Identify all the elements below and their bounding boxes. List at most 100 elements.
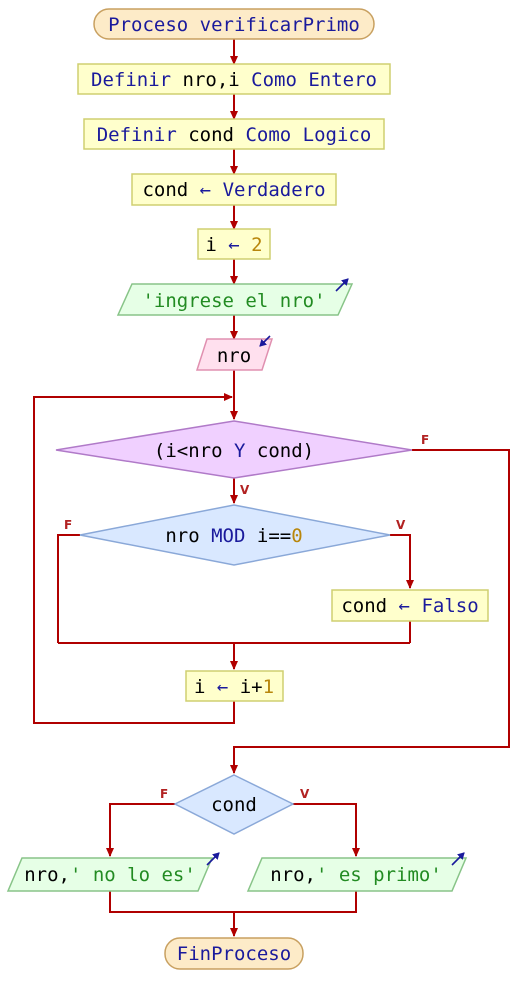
label-segment: FinProceso <box>177 943 291 965</box>
label-segment: ← <box>200 179 211 201</box>
edge-no-merge <box>109 891 357 913</box>
node-write-prime: nro,' es primo' <box>246 852 468 892</box>
node-while-condition: (i<nro Y cond) <box>55 420 413 479</box>
label-segment: ' no lo es' <box>70 864 196 886</box>
node-label: cond ← Verdadero <box>142 179 325 201</box>
output-shape <box>116 283 354 316</box>
label-segment: 1 <box>263 676 274 698</box>
label-segment: Falso <box>410 595 479 617</box>
label-segment: nro, <box>24 864 70 886</box>
node-label: nro,' no lo es' <box>24 864 196 886</box>
arrow-up-right-icon <box>335 278 349 292</box>
decision-shape <box>173 774 295 835</box>
arrow-up-right-icon <box>451 852 465 866</box>
node-assign-i: i ← 2 <box>197 228 271 260</box>
output-shape <box>246 857 468 892</box>
node-if-mod: nro MOD i==0 <box>79 504 391 566</box>
node-label: nro <box>217 345 251 367</box>
label-segment: Proceso verificarPrimo <box>108 14 360 36</box>
label-segment: Verdadero <box>211 179 325 201</box>
terminal-shape <box>93 8 375 40</box>
node-label: cond ← Falso <box>341 595 478 617</box>
branch-labels: F V F V F V <box>64 433 429 801</box>
label-segment: nro, <box>270 864 316 886</box>
process-shape <box>331 589 489 622</box>
node-define-cond: Definir cond Como Logico <box>83 118 385 150</box>
label-segment: 0 <box>291 525 302 547</box>
edges <box>33 39 510 937</box>
label-segment: Y <box>234 440 246 462</box>
process-shape <box>185 670 284 702</box>
label-segment: ← <box>399 595 410 617</box>
edge-mod-true <box>390 534 414 589</box>
node-read-nro: nro <box>195 335 274 371</box>
decision-shape <box>55 420 413 479</box>
node-label: Definir cond Como Logico <box>97 124 372 146</box>
label-segment: Como Logico <box>234 124 371 146</box>
label-segment: Definir <box>91 69 183 91</box>
label-mod-false: F <box>64 518 72 532</box>
label-segment: 2 <box>240 234 263 256</box>
process-shape <box>197 228 271 260</box>
node-define-nro-i: Definir nro,i Como Entero <box>77 63 391 95</box>
arrow-down-left-icon <box>259 335 271 347</box>
terminal-shape <box>164 937 304 970</box>
decision-shape <box>79 504 391 566</box>
label-segment: i+ <box>228 676 262 698</box>
node-write-not-prime: nro,' no lo es' <box>6 852 220 892</box>
node-label: (i<nro Y cond) <box>154 440 314 462</box>
label-segment: i <box>194 676 217 698</box>
edge-cond-true <box>293 803 360 857</box>
output-shape <box>6 857 214 892</box>
label-segment: cond <box>142 179 199 201</box>
node-start: Proceso verificarPrimo <box>93 8 375 40</box>
node-label: Definir nro,i Como Entero <box>91 69 377 91</box>
node-label: FinProceso <box>177 943 291 965</box>
node-assign-falso: cond ← Falso <box>331 589 489 622</box>
node-label: cond <box>211 794 257 816</box>
label-cond-false: F <box>160 787 168 801</box>
label-segment: cond <box>341 595 398 617</box>
label-segment: (i<nro <box>154 440 234 462</box>
node-label: 'ingrese el nro' <box>142 290 325 312</box>
arrow-up-right-icon <box>206 852 220 866</box>
label-segment: cond <box>188 124 234 146</box>
node-write-prompt: 'ingrese el nro' <box>116 278 354 316</box>
node-label: i ← i+1 <box>194 676 274 698</box>
label-segment: cond <box>211 794 257 816</box>
process-shape <box>77 63 391 95</box>
label-while-false: F <box>421 433 429 447</box>
edge-cond-false <box>106 803 175 857</box>
node-assign-cond: cond ← Verdadero <box>131 173 337 206</box>
label-cond-true: V <box>300 787 310 801</box>
label-segment: ' es primo' <box>316 864 442 886</box>
edge-while-false <box>230 449 510 774</box>
label-segment: 'ingrese el nro' <box>142 290 325 312</box>
node-label: nro,' es primo' <box>270 864 442 886</box>
node-label: nro MOD i==0 <box>165 525 302 547</box>
label-segment: nro <box>165 525 211 547</box>
node-label: i ← 2 <box>205 234 262 256</box>
label-while-true: V <box>240 483 250 497</box>
label-mod-true: V <box>396 518 406 532</box>
label-segment: cond) <box>245 440 314 462</box>
process-shape <box>131 173 337 206</box>
node-label: Proceso verificarPrimo <box>108 14 360 36</box>
edge-loop-back <box>33 393 235 724</box>
input-shape <box>195 338 274 371</box>
label-segment: ← <box>217 676 228 698</box>
edge-mod-false <box>57 534 80 643</box>
label-segment: nro <box>217 345 251 367</box>
label-segment: nro,i <box>183 69 240 91</box>
node-if-cond: cond <box>173 774 295 835</box>
label-segment: i== <box>245 525 291 547</box>
node-increment: i ← i+1 <box>185 670 284 702</box>
node-end: FinProceso <box>164 937 304 970</box>
label-segment: Definir <box>97 124 189 146</box>
label-segment: ← <box>228 234 239 256</box>
label-segment: MOD <box>211 525 245 547</box>
label-segment: i <box>205 234 228 256</box>
label-segment: Como Entero <box>240 69 377 91</box>
process-shape <box>83 118 385 150</box>
